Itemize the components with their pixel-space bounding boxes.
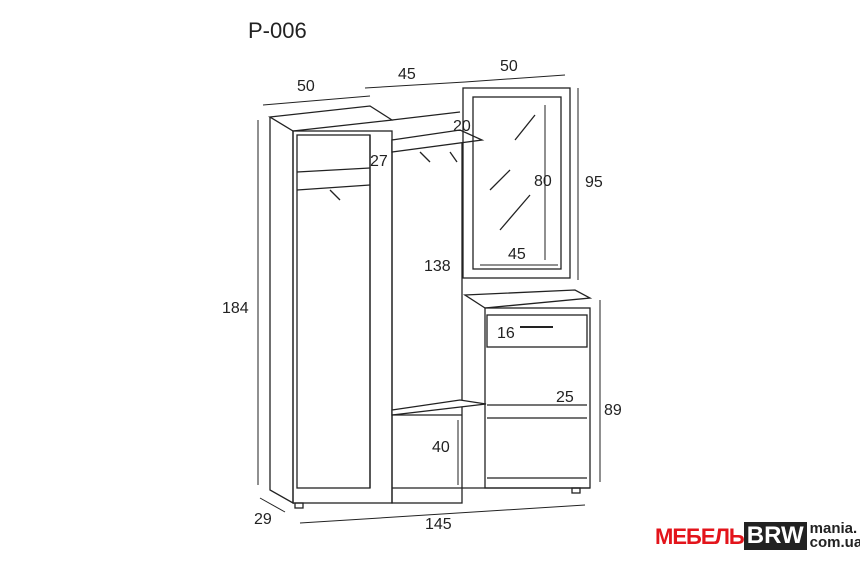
mirror (472, 96, 562, 270)
logo-part1: МЕБЕЛЬ (655, 524, 745, 549)
mirror-panel (462, 87, 571, 279)
bottom-shelf (391, 399, 487, 416)
dim-top-right: 50 (500, 58, 518, 75)
dim-top-mid: 45 (398, 66, 416, 83)
dim-total-width: 145 (425, 516, 452, 533)
dim-middle-height: 138 (424, 258, 451, 275)
middle-section (391, 139, 463, 504)
left-cabinet-side (269, 117, 294, 505)
hat-shelf (391, 129, 485, 153)
dim-mirror-panel-height: 95 (585, 174, 603, 191)
dim-bottom-shelf: 40 (432, 439, 450, 456)
dim-top-left: 50 (297, 78, 315, 95)
dim-shelf-depth: 20 (453, 118, 471, 135)
logo-part4: com.ua (809, 534, 860, 551)
drawer (486, 314, 588, 348)
dim-mirror-width: 45 (508, 246, 526, 263)
left-cabinet-top (268, 105, 394, 132)
logo-part3: mania. (809, 520, 858, 537)
right-cabinet (484, 307, 591, 489)
dim-depth: 29 (254, 511, 272, 528)
model-title: P-006 (248, 18, 307, 43)
dim-mirror-height: 80 (534, 173, 552, 190)
dim-hook: 27 (370, 153, 388, 170)
dim-shelf-25: 25 (556, 389, 574, 406)
dim-drawer-height: 16 (497, 325, 515, 342)
logo-domain: mania.com.ua (809, 520, 860, 551)
dim-total-height: 184 (222, 300, 249, 317)
logo-part2: BRW (743, 522, 807, 550)
right-cabinet-top (462, 289, 593, 309)
brand-logo: МЕБЕЛЬ BRW mania.com.ua (655, 520, 860, 551)
dim-right-height: 89 (604, 402, 622, 419)
